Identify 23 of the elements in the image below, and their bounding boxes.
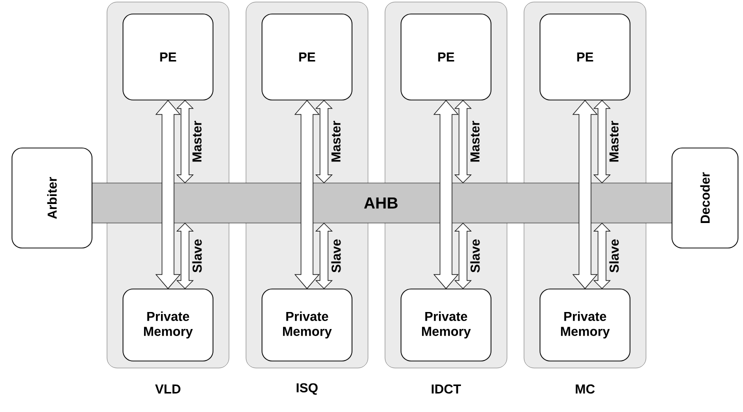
bus-bar: AHB (87, 182, 675, 224)
pe-box: PE (540, 14, 630, 100)
double-arrow (315, 222, 333, 290)
edge-label: Master (469, 120, 481, 164)
memory-box: Private Memory (540, 288, 630, 362)
node-label: ISQ (296, 383, 318, 395)
edge-label: Master (608, 120, 620, 164)
double-arrow (593, 222, 611, 290)
pe-box: PE (262, 14, 352, 100)
node-label: VLD (155, 384, 180, 394)
double-arrow (454, 222, 472, 290)
edge-label: Master (191, 120, 203, 164)
node-label: IDCT (432, 384, 461, 394)
unit-box: Decoder (672, 148, 738, 248)
double-arrow (176, 222, 194, 290)
pe-box: PE (400, 14, 492, 100)
unit-box: Arbiter (12, 148, 92, 248)
edge-label: Master (330, 120, 342, 164)
memory-box: Private Memory (122, 288, 214, 362)
memory-box: Private Memory (400, 288, 492, 362)
node-label: MC (576, 384, 595, 394)
memory-box: Private Memory (262, 288, 352, 362)
pe-box: PE (122, 14, 214, 100)
